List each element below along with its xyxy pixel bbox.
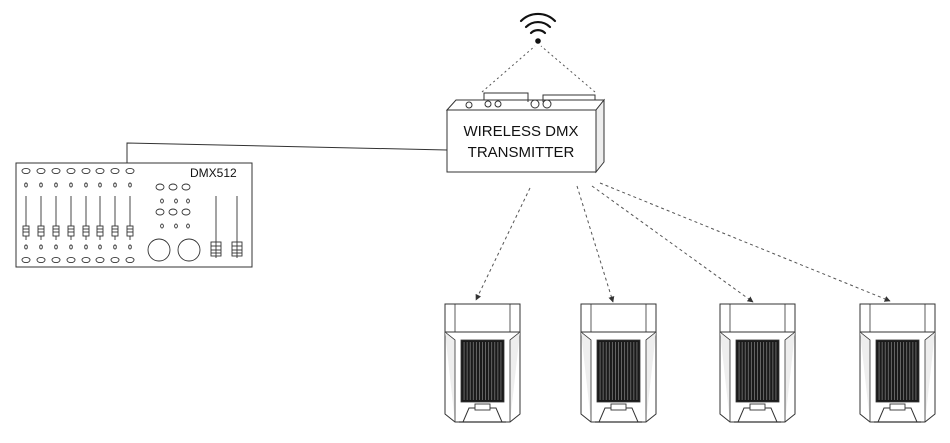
controller-indicator: [39, 182, 43, 188]
transmitter-label-line2: TRANSMITTER: [468, 144, 575, 161]
fixture-bracket-handle: [474, 403, 491, 411]
controller-knob: [147, 238, 171, 262]
signal-arrow-fixture-4: [599, 182, 891, 302]
controller-fader-knob: [37, 225, 45, 237]
controller-indicator: [160, 223, 164, 229]
fixture-side-panel: [719, 331, 731, 422]
controller-indicator: [54, 244, 58, 250]
controller-bottom-button: [81, 256, 91, 264]
controller-indicator: [98, 182, 102, 188]
controller-top-button: [21, 167, 31, 175]
controller-top-button: [51, 167, 61, 175]
controller-indicator: [186, 223, 190, 229]
controller-bottom-button: [51, 256, 61, 264]
controller-indicator: [24, 244, 28, 250]
fixture-side-panel: [924, 331, 936, 422]
controller-top-button: [36, 167, 46, 175]
fixture-side-panel: [444, 331, 456, 422]
controller-bottom-button: [110, 256, 120, 264]
controller-indicator: [84, 244, 88, 250]
controller-bottom-button: [95, 256, 105, 264]
controller-bottom-button: [21, 256, 31, 264]
controller-fader-knob: [52, 225, 60, 237]
fixture-side-panel: [859, 331, 871, 422]
controller-fader-knob: [126, 225, 134, 237]
par-fixture-3: [719, 303, 796, 423]
dmx-controller: [15, 162, 253, 268]
par-fixture-4: [859, 303, 936, 423]
controller-indicator: [174, 198, 178, 204]
controller-button: [181, 208, 191, 216]
controller-label: DMX512: [190, 166, 237, 180]
controller-button: [168, 183, 178, 191]
controller-fader-knob: [82, 225, 90, 237]
controller-indicator: [128, 244, 132, 250]
signal-arrow-fixture-2: [576, 185, 615, 303]
transmitter-box: [445, 92, 606, 174]
controller-indicator: [24, 182, 28, 188]
fixture-top-cap: [580, 303, 657, 333]
fixture-side-panel: [580, 331, 592, 422]
controller-indicator: [113, 182, 117, 188]
controller-fader-knob: [96, 225, 104, 237]
controller-indicator: [69, 182, 73, 188]
controller-indicator: [186, 198, 190, 204]
controller-bottom-button: [36, 256, 46, 264]
controller-indicator: [84, 182, 88, 188]
wireless-signal-arrows: [475, 182, 891, 303]
controller-top-button: [81, 167, 91, 175]
controller-button: [155, 208, 165, 216]
controller-indicator: [54, 182, 58, 188]
fixture-side-panel: [784, 331, 796, 422]
controller-top-button: [95, 167, 105, 175]
controller-bottom-button: [125, 256, 135, 264]
par-fixture-2: [580, 303, 657, 423]
par-fixture-1: [444, 303, 521, 423]
wifi-icon: [519, 12, 557, 44]
controller-button: [181, 183, 191, 191]
controller-indicator: [128, 182, 132, 188]
fixture-top-cap: [859, 303, 936, 333]
controller-indicator: [160, 198, 164, 204]
controller-fader-knob: [67, 225, 75, 237]
signal-arrow-fixture-3: [591, 185, 754, 303]
controller-knob: [177, 238, 201, 262]
signal-arrow-fixture-1: [475, 187, 531, 301]
controller-fader-knob: [111, 225, 119, 237]
fixtures-layer: [444, 303, 936, 423]
controller-indicator: [39, 244, 43, 250]
controller-button: [155, 183, 165, 191]
controller-button: [168, 208, 178, 216]
fixture-bracket-handle: [889, 403, 906, 411]
controller-indicator: [174, 223, 178, 229]
controller-top-button: [66, 167, 76, 175]
controller-top-button: [110, 167, 120, 175]
fixture-top-cap: [719, 303, 796, 333]
controller-indicator: [69, 244, 73, 250]
controller-top-button: [125, 167, 135, 175]
dmx-cable: [126, 142, 448, 163]
fixture-side-panel: [509, 331, 521, 422]
antenna-signal-lines: [481, 45, 596, 93]
fixture-bracket-handle: [749, 403, 766, 411]
transmitter-label-line1: WIRELESS DMX: [463, 123, 578, 140]
fixture-bracket-handle: [610, 403, 627, 411]
controller-indicator: [113, 244, 117, 250]
fixture-side-panel: [645, 331, 657, 422]
controller-fader-knob: [22, 225, 30, 237]
controller-indicator: [98, 244, 102, 250]
fixture-top-cap: [444, 303, 521, 333]
controller-bottom-button: [66, 256, 76, 264]
